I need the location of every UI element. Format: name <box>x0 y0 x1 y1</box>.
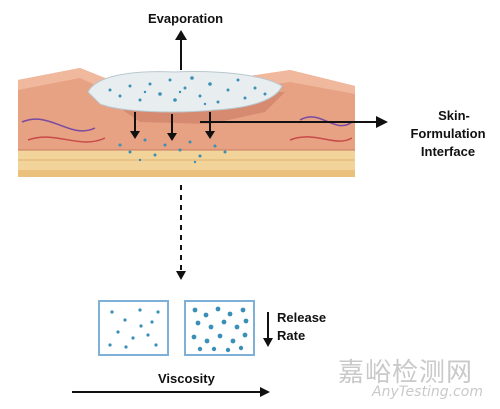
interface-label-line3: Interface <box>420 144 476 159</box>
release-rate-arrow <box>263 312 273 347</box>
evaporation-label: Evaporation <box>148 11 224 26</box>
formulation-pool <box>87 71 283 113</box>
watermark-cn: 嘉峪检测网 <box>338 358 474 388</box>
interface-label-line1: Skin- <box>438 108 470 123</box>
viscosity-arrow <box>72 387 270 397</box>
dashed-down-arrow <box>176 185 186 280</box>
interface-arrow <box>200 116 388 128</box>
penetrated-particles <box>118 138 227 164</box>
release-label-line1: Release <box>277 310 327 325</box>
viscosity-label: Viscosity <box>158 371 215 386</box>
watermark-en: AnyTesting.com <box>372 384 483 400</box>
low-viscosity-box <box>98 300 169 356</box>
evaporation-arrow <box>175 30 187 70</box>
interface-label-line2: Formulation <box>410 126 486 141</box>
release-label-line2: Rate <box>277 328 306 343</box>
high-viscosity-box <box>184 300 255 356</box>
